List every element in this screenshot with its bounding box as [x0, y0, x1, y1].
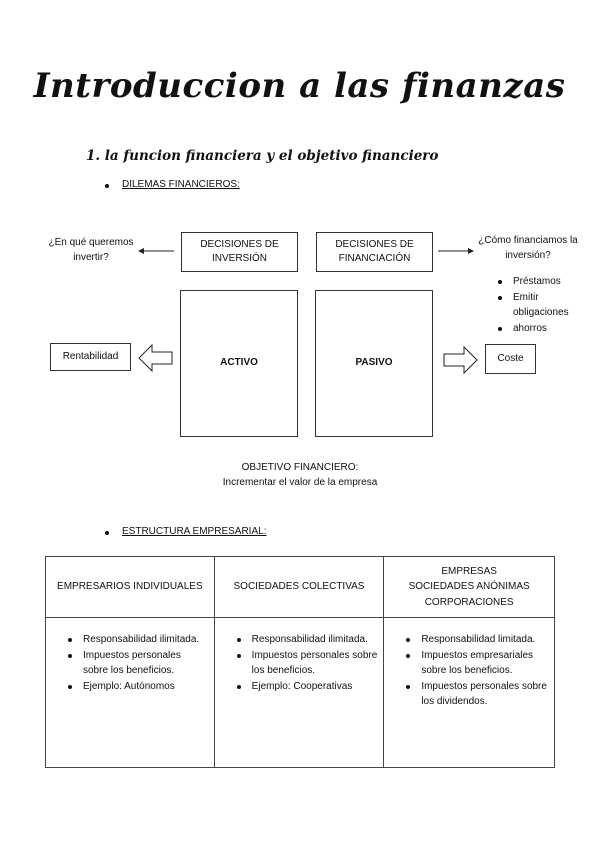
objetivo-financiero: OBJETIVO FINANCIERO: Incrementar el valo… — [180, 460, 420, 490]
objetivo-title: OBJETIVO FINANCIERO: — [241, 462, 359, 473]
page-title: Introduccion a las finanzas — [33, 66, 566, 106]
list-item: Impuestos personales sobre los dividendo… — [404, 679, 548, 710]
objetivo-description: Incrementar el valor de la empresa — [222, 477, 378, 488]
features-list: Responsabilidad ilimitada. Impuestos per… — [235, 632, 378, 694]
estructura-label: ESTRUCTURA EMPRESARIAL: — [122, 526, 267, 537]
decisiones-inversion-box: DECISIONES DE INVERSIÓN — [181, 232, 298, 272]
activo-label: ACTIVO — [220, 357, 258, 369]
question-financiamos: ¿Cómo financiamos la inversión? — [478, 235, 578, 261]
block-arrow-left-icon — [138, 344, 173, 372]
list-item: Préstamos — [496, 274, 596, 290]
pasivo-label: PASIVO — [355, 357, 393, 369]
features-list: Responsabilidad limitada. Impuestos empr… — [404, 632, 548, 710]
list-item: Impuestos personales sobre los beneficio… — [235, 648, 378, 679]
table-header-text: EMPRESARIOS INDIVIDUALES — [57, 581, 203, 593]
table-header-text: SOCIEDADES ANÓNIMAS — [408, 581, 530, 593]
table-header-text: EMPRESAS — [441, 565, 497, 577]
dilemas-label: DILEMAS FINANCIEROS: — [122, 179, 240, 190]
rentabilidad-box: Rentabilidad — [50, 343, 131, 371]
question-invertir: ¿En qué queremos invertir? — [48, 237, 134, 263]
list-item: Emitir obligaciones — [496, 290, 596, 321]
table-header-text: SOCIEDADES COLECTIVAS — [233, 581, 365, 593]
list-item: Ejemplo: Cooperativas — [235, 679, 378, 695]
coste-label: Coste — [497, 352, 524, 364]
table-header-cell: EMPRESARIOS INDIVIDUALES — [45, 556, 215, 618]
financing-options-list: Préstamos Emitir obligaciones ahorros — [496, 274, 596, 336]
table-header-cell: SOCIEDADES COLECTIVAS — [213, 556, 385, 618]
decisiones-financiacion-label: DECISIONES DE FINANCIACIÓN — [335, 238, 414, 265]
list-item: Responsabilidad ilimitada. — [235, 632, 378, 648]
list-item: Ejemplo: Autónomos — [66, 679, 208, 695]
section-heading-funcion-financiera: 1. la funcion financiera y el objetivo f… — [86, 148, 439, 164]
decisiones-financiacion-box: DECISIONES DE FINANCIACIÓN — [316, 232, 433, 272]
bullet-icon — [105, 184, 109, 188]
table-header-text: CORPORACIONES — [424, 596, 514, 608]
list-item: ahorros — [496, 321, 596, 337]
estructura-table: EMPRESARIOS INDIVIDUALES SOCIEDADES COLE… — [45, 556, 555, 768]
features-list: Responsabilidad ilimitada. Impuestos per… — [66, 632, 208, 694]
list-item: Responsabilidad limitada. — [404, 632, 548, 648]
activo-box: ACTIVO — [180, 290, 298, 437]
pasivo-box: PASIVO — [315, 290, 433, 437]
arrow-right-icon — [438, 248, 474, 254]
table-header-cell: EMPRESAS SOCIEDADES ANÓNIMAS CORPORACION… — [383, 556, 555, 618]
arrow-left-icon — [138, 248, 174, 254]
table-cell: Responsabilidad ilimitada. Impuestos per… — [45, 617, 215, 768]
block-arrow-right-icon — [443, 346, 478, 374]
bullet-icon — [105, 531, 109, 535]
list-item: Impuestos empresariales sobre los benefi… — [404, 648, 548, 679]
table-cell: Responsabilidad limitada. Impuestos empr… — [383, 617, 555, 768]
table-cell: Responsabilidad ilimitada. Impuestos per… — [213, 617, 385, 768]
rentabilidad-label: Rentabilidad — [62, 350, 119, 362]
list-item: Responsabilidad ilimitada. — [66, 632, 208, 648]
coste-box: Coste — [485, 344, 536, 374]
list-item: Impuestos personales sobre los beneficio… — [66, 648, 208, 679]
decisiones-inversion-label: DECISIONES DE INVERSIÓN — [200, 238, 279, 265]
